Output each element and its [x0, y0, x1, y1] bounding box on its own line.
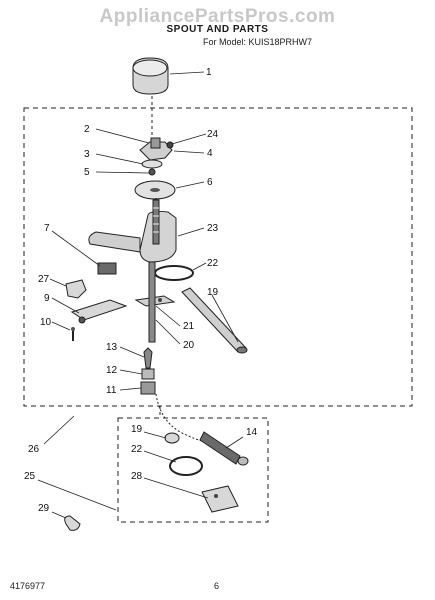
- watermark: AppliancePartsPros.com: [99, 6, 336, 27]
- callout-5: 5: [84, 167, 90, 178]
- callout-3: 3: [84, 149, 90, 160]
- kit-tube: [199, 431, 249, 466]
- callout-13: 13: [106, 342, 118, 353]
- callout-7: 7: [44, 223, 50, 234]
- callout-21: 21: [183, 321, 195, 332]
- spout-body: [88, 199, 177, 263]
- callout-26: 26: [28, 444, 40, 455]
- elbow-fitting: [65, 262, 117, 299]
- callout-12: 12: [106, 365, 118, 376]
- compression-nut: [141, 368, 155, 380]
- callout-22-kit: 22: [131, 444, 143, 455]
- callout-9: 9: [44, 293, 50, 304]
- callout-25: 25: [24, 471, 36, 482]
- callout-14: 14: [246, 427, 258, 438]
- spout-clip: [64, 515, 81, 531]
- callout-2: 2: [84, 124, 90, 135]
- callout-labels: 1 2 24 3 4 5 6 7 23 22 27 9 19 10 21 20 …: [24, 67, 258, 514]
- kit-frame: [117, 417, 269, 523]
- stem-fitting: [143, 347, 153, 369]
- adapter-fitting: [140, 381, 156, 395]
- callout-23: 23: [207, 223, 219, 234]
- handle-valve: [139, 137, 174, 161]
- callout-1: 1: [206, 67, 212, 78]
- model-label: For Model: KUIS18PRHW7: [202, 37, 313, 47]
- callout-4: 4: [207, 148, 213, 159]
- seal-ring: [141, 159, 163, 169]
- mounting-bracket: [70, 299, 128, 324]
- kit-o-ring: [169, 456, 203, 476]
- callout-24: 24: [207, 129, 219, 140]
- spout-tube: [181, 287, 248, 354]
- page-number: 6: [214, 581, 220, 591]
- knob-cap: [132, 57, 169, 95]
- callout-6: 6: [207, 177, 213, 188]
- callout-27: 27: [38, 274, 50, 285]
- kit-bracket-plate: [201, 485, 239, 513]
- bracket-screw: [71, 327, 75, 341]
- callout-28: 28: [131, 471, 143, 482]
- screw-small: [148, 168, 156, 176]
- callout-19: 19: [207, 287, 219, 298]
- callout-19-kit: 19: [131, 424, 143, 435]
- callout-29: 29: [38, 503, 50, 514]
- callout-20: 20: [183, 340, 195, 351]
- spout-base-disk: [134, 180, 176, 200]
- callout-10: 10: [40, 317, 52, 328]
- diagram-title: SPOUT AND PARTS: [166, 24, 269, 35]
- callout-22: 22: [207, 258, 219, 269]
- callout-11: 11: [106, 385, 117, 396]
- doc-number: 4176977: [10, 581, 46, 591]
- o-ring: [154, 265, 194, 281]
- assembly-frame: [23, 107, 413, 407]
- shank-bracket: [134, 261, 176, 343]
- leader-lines: [37, 71, 244, 519]
- kit-ferrule: [164, 432, 180, 444]
